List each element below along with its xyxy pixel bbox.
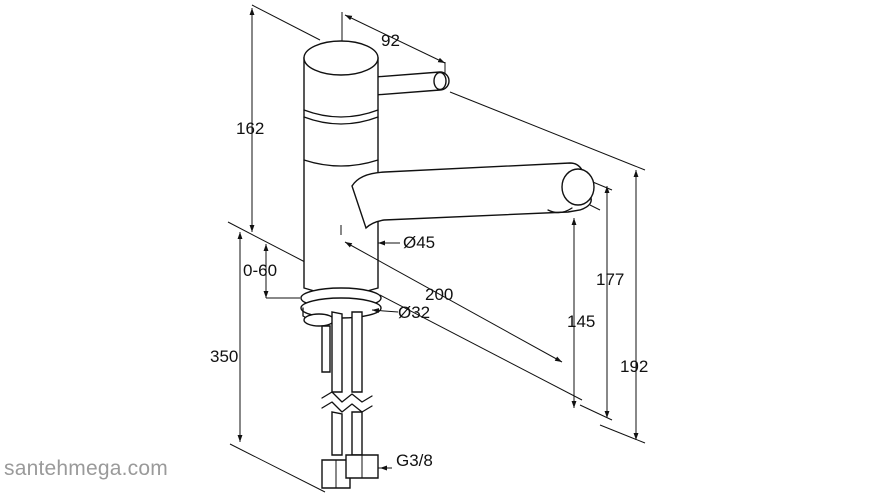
- dim-total-height: 192: [620, 357, 648, 376]
- watermark: santehmega.com: [4, 457, 168, 480]
- dim-mount-diameter: Ø32: [398, 303, 430, 322]
- dim-spout-height: 177: [596, 270, 624, 289]
- dim-install-range: 0-60: [243, 261, 277, 280]
- dim-outlet-height: 145: [567, 312, 595, 331]
- dim-hose-length: 350: [210, 347, 238, 366]
- faucet-body: [300, 40, 595, 489]
- dim-spout-reach: 92: [381, 31, 400, 50]
- dimension-labels: 92 162 Ø45 0-60 200 Ø32 350 145 177 192 …: [210, 31, 648, 470]
- dim-body-diameter: Ø45: [403, 233, 435, 252]
- dim-spout-length: 200: [425, 285, 453, 304]
- dim-connection: G3/8: [396, 451, 433, 470]
- dimension-lines: [237, 7, 639, 471]
- dim-body-height: 162: [236, 119, 264, 138]
